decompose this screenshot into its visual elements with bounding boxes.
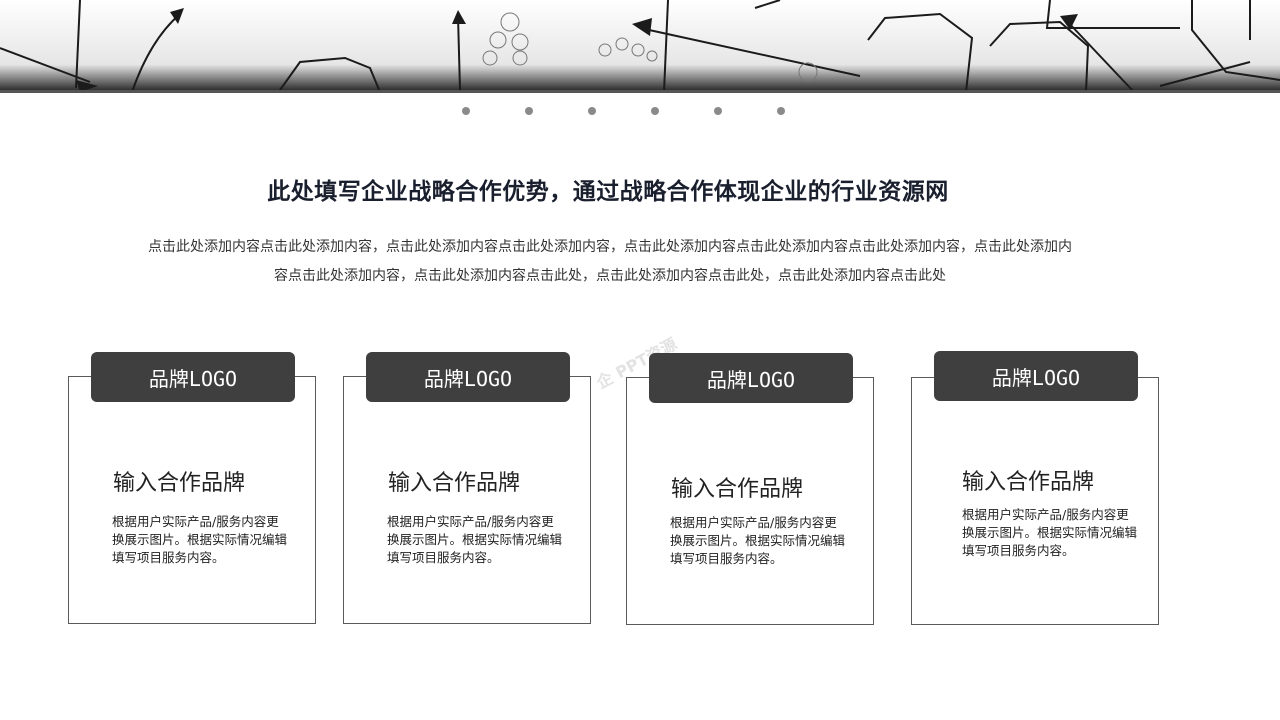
card-tab-label: 品牌LOGO: [91, 352, 295, 402]
card-tab-label: 品牌LOGO: [649, 353, 853, 403]
page-title: 此处填写企业战略合作优势，通过战略合作体现企业的行业资源网: [267, 179, 949, 205]
card-text: 根据用户实际产品/服务内容更换展示图片。根据实际情况编辑填写项目服务内容。: [387, 514, 563, 565]
card-text: 根据用户实际产品/服务内容更换展示图片。根据实际情况编辑填写项目服务内容。: [670, 515, 846, 566]
partner-card-2: 品牌LOGO 输入合作品牌 根据用户实际产品/服务内容更换展示图片。根据实际情况…: [343, 352, 591, 624]
card-title: 输入合作品牌: [671, 477, 804, 502]
card-title: 输入合作品牌: [113, 471, 246, 496]
card-title: 输入合作品牌: [388, 471, 521, 496]
card-title: 输入合作品牌: [962, 470, 1095, 495]
partner-card-3: 品牌LOGO 输入合作品牌 根据用户实际产品/服务内容更换展示图片。根据实际情况…: [626, 353, 874, 625]
header-sketch-illustration: [0, 0, 1280, 115]
partner-card-4: 品牌LOGO 输入合作品牌 根据用户实际产品/服务内容更换展示图片。根据实际情况…: [911, 351, 1159, 625]
partner-card-1: 品牌LOGO 输入合作品牌 根据用户实际产品/服务内容更换展示图片。根据实际情况…: [68, 352, 316, 624]
description-line-1: 点击此处添加内容点击此处添加内容，点击此处添加内容点击此处添加内容，点击此处添加…: [148, 239, 1072, 255]
spiral-binding: [464, 78, 783, 108]
page-description: 点击此处添加内容点击此处添加内容，点击此处添加内容点击此处添加内容，点击此处添加…: [80, 233, 1140, 291]
card-text: 根据用户实际产品/服务内容更换展示图片。根据实际情况编辑填写项目服务内容。: [112, 514, 288, 565]
card-tab-label: 品牌LOGO: [366, 352, 570, 402]
card-tab-label: 品牌LOGO: [934, 351, 1138, 401]
description-line-2: 容点击此处添加内容，点击此处添加内容点击此处，点击此处添加内容点击此处，点击此处…: [274, 268, 946, 284]
card-text: 根据用户实际产品/服务内容更换展示图片。根据实际情况编辑填写项目服务内容。: [962, 507, 1138, 558]
